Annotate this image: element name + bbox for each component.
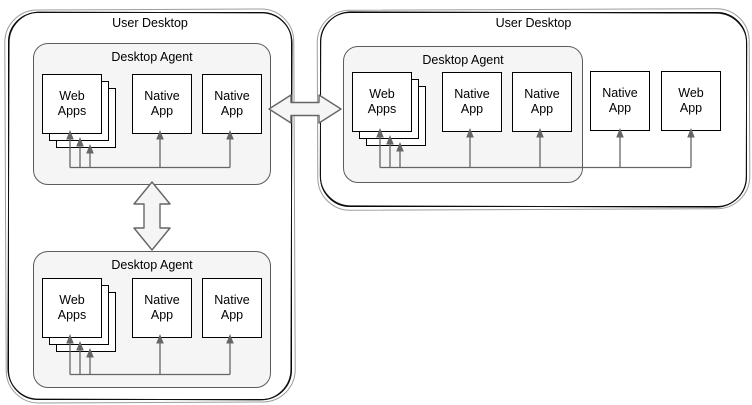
web-apps-box: Web Apps [42,74,102,134]
native-app-box: Native App [202,74,262,134]
outer-native-app-box: Native App [590,71,650,131]
desktop-agent-left-bottom: Desktop Agent Web Apps Native App Native… [33,251,271,388]
user-desktop-right-title: User Desktop [495,16,572,30]
desktop-agent-right: Desktop Agent Web Apps Native App Native… [343,46,583,183]
desktop-agent-left-bottom-title: Desktop Agent [111,258,193,272]
desktop-agent-left-top-title: Desktop Agent [111,50,193,64]
user-desktop-left-title: User Desktop [112,16,188,30]
native-app-box: Native App [202,278,262,338]
desktop-agent-right-title: Desktop Agent [422,53,504,67]
native-app-box: Native App [442,72,502,132]
native-app-box: Native App [132,278,192,338]
outer-web-app-box: Web App [661,71,721,131]
user-desktop-right: User Desktop Desktop Agent Web Apps Nati… [320,12,747,207]
native-app-box: Native App [512,72,572,132]
user-desktop-left: User Desktop Desktop Agent Web Apps Nati… [8,12,292,400]
native-app-box: Native App [132,74,192,134]
web-apps-box: Web Apps [352,72,412,132]
desktop-agent-left-top: Desktop Agent Web Apps Native App Native… [33,43,271,185]
web-apps-box: Web Apps [42,278,102,338]
